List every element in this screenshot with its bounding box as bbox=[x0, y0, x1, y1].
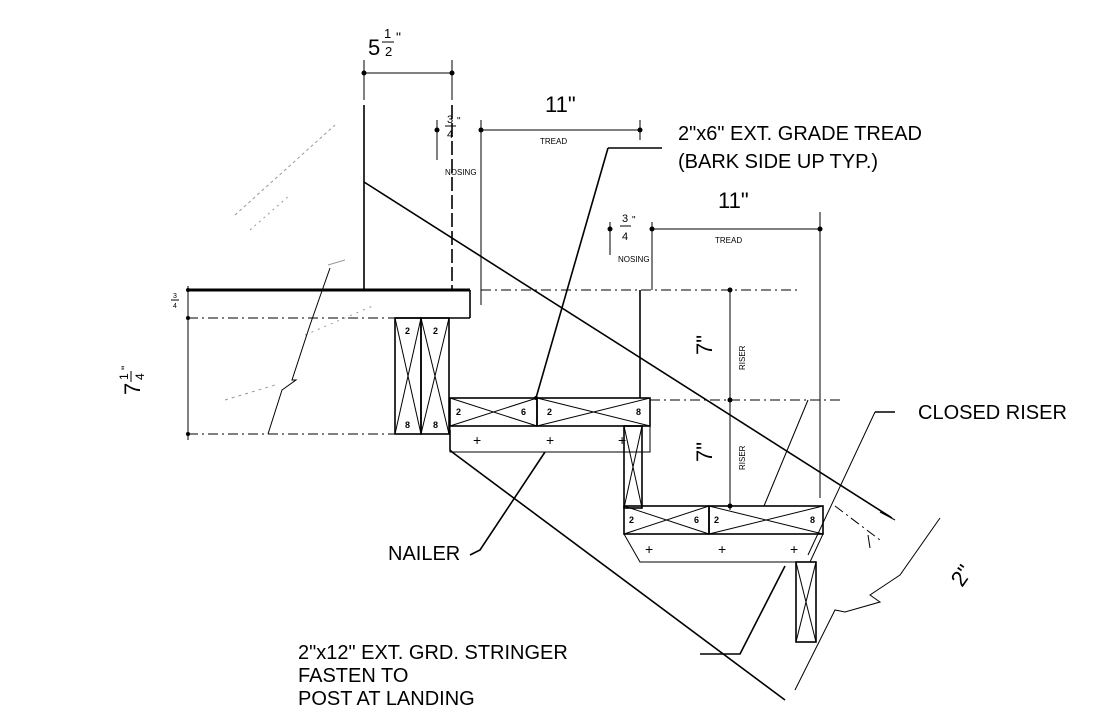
tread-upper: 2 6 2 8 + + + bbox=[449, 397, 651, 453]
deck-height-whole: 7 bbox=[120, 383, 145, 395]
svg-text:6: 6 bbox=[521, 407, 526, 417]
post-width-dimension: 5 1 2 " bbox=[361, 26, 455, 100]
stringer-callout-line2: FASTEN TO bbox=[298, 665, 408, 687]
nosing-label-1: NOSING bbox=[445, 168, 477, 177]
svg-text:+: + bbox=[546, 432, 554, 448]
svg-text:2: 2 bbox=[714, 515, 719, 525]
svg-text:": " bbox=[396, 29, 401, 45]
svg-text:2": 2" bbox=[946, 560, 978, 591]
riser-height-2: 7" bbox=[692, 442, 717, 462]
svg-text:3: 3 bbox=[447, 114, 453, 126]
svg-text:8: 8 bbox=[636, 407, 641, 417]
svg-text:+: + bbox=[618, 432, 626, 448]
stringer-depth-dimension: 2" bbox=[946, 560, 978, 591]
svg-text:3: 3 bbox=[173, 293, 177, 300]
tread-length-1: 11" bbox=[545, 92, 576, 117]
tread-callout: 2"x6" EXT. GRADE TREAD (BARK SIDE UP TYP… bbox=[534, 123, 922, 400]
svg-text:2: 2 bbox=[629, 515, 634, 525]
riser-height-1: 7" bbox=[692, 335, 717, 355]
stringer-callout: 2"x12" EXT. GRD. STRINGER FASTEN TO POST… bbox=[298, 565, 786, 710]
tread-dimension-1: 11" TREAD bbox=[481, 92, 643, 146]
deck-thickness-dimension: 3 4 7 1 4 " bbox=[117, 286, 190, 440]
svg-text:4: 4 bbox=[173, 303, 177, 310]
svg-text:1: 1 bbox=[117, 373, 131, 380]
deck-board bbox=[188, 267, 471, 435]
svg-text:2: 2 bbox=[405, 326, 410, 336]
svg-text:2: 2 bbox=[456, 407, 461, 417]
post-width-num: 1 bbox=[384, 26, 391, 41]
riser-dimensions: 7" RISER 7" RISER bbox=[692, 287, 747, 510]
svg-text:4: 4 bbox=[133, 373, 147, 380]
svg-text:3: 3 bbox=[622, 213, 628, 225]
post bbox=[363, 105, 453, 290]
stringer bbox=[363, 181, 941, 701]
nosing-dimension-2: 3 4 " NOSING bbox=[607, 213, 655, 290]
level-lines bbox=[188, 289, 881, 541]
post-width-den: 2 bbox=[385, 44, 392, 59]
stringer-callout-line1: 2"x12" EXT. GRD. STRINGER bbox=[298, 642, 568, 664]
riser-label-2: RISER bbox=[738, 445, 747, 470]
tread-callout-line1: 2"x6" EXT. GRADE TREAD bbox=[678, 123, 922, 145]
riser-label-1: RISER bbox=[738, 345, 747, 370]
stringer-callout-line3: POST AT LANDING bbox=[298, 688, 475, 710]
closed-riser-label: CLOSED RISER bbox=[918, 402, 1067, 424]
tread-label-1: TREAD bbox=[540, 137, 567, 146]
nosing-label-2: NOSING bbox=[618, 255, 650, 264]
nailer-label: NAILER bbox=[388, 543, 460, 565]
closed-riser-callout: CLOSED RISER bbox=[763, 399, 1067, 556]
riser-board-1 bbox=[623, 290, 643, 509]
scan-artifacts bbox=[224, 124, 376, 401]
svg-text:": " bbox=[632, 215, 636, 226]
tread-label-2: TREAD bbox=[715, 236, 742, 245]
svg-text:2: 2 bbox=[433, 326, 438, 336]
nailer-callout: NAILER bbox=[388, 451, 546, 565]
svg-text:8: 8 bbox=[433, 420, 438, 430]
svg-text:4: 4 bbox=[447, 129, 453, 141]
tread-callout-line2: (BARK SIDE UP TYP.) bbox=[678, 151, 878, 173]
svg-text:+: + bbox=[645, 541, 653, 557]
svg-text:6: 6 bbox=[694, 515, 699, 525]
svg-text:": " bbox=[119, 366, 133, 370]
svg-text:+: + bbox=[790, 541, 798, 557]
svg-text:+: + bbox=[473, 432, 481, 448]
nosing-dimension-1: 3 4 " NOSING bbox=[434, 114, 484, 305]
svg-text:+: + bbox=[718, 541, 726, 557]
tread-dimension-2: 11" TREAD bbox=[652, 188, 823, 498]
svg-text:2: 2 bbox=[547, 407, 552, 417]
post-width-whole: 5 bbox=[368, 35, 380, 60]
svg-text:8: 8 bbox=[810, 515, 815, 525]
tread-lower: 2 6 2 8 + + + bbox=[623, 505, 824, 563]
tread-length-2: 11" bbox=[718, 188, 749, 213]
svg-text:8: 8 bbox=[405, 420, 410, 430]
svg-text:": " bbox=[457, 116, 461, 127]
svg-text:4: 4 bbox=[622, 231, 628, 243]
bottom-post bbox=[795, 561, 817, 643]
support-posts: 2 2 8 8 bbox=[394, 317, 450, 435]
